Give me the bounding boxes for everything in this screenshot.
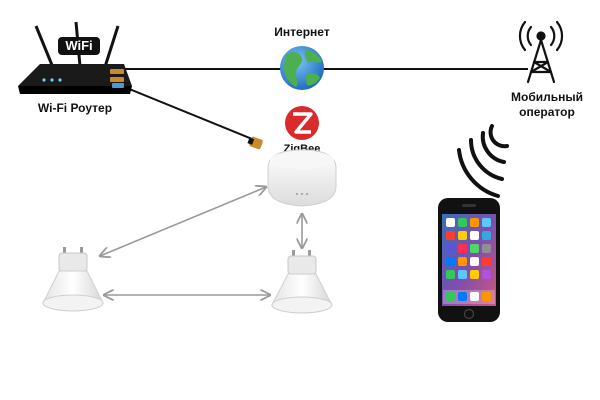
app-icons — [443, 218, 495, 304]
gu10-bulb-icon — [271, 250, 333, 314]
operator-label-line2: оператор — [519, 105, 575, 119]
connection-lines — [121, 68, 528, 144]
zigbee-links — [100, 187, 302, 295]
operator-label: Мобильный оператор — [492, 90, 600, 120]
cell-tower-icon — [518, 20, 564, 84]
zigbee-hub-icon — [247, 136, 337, 207]
operator-label-line1: Мобильный — [511, 90, 583, 104]
globe-icon — [280, 46, 324, 90]
wifi-badge: WiFi — [58, 37, 100, 55]
svg-text:WiFi: WiFi — [65, 38, 92, 53]
zigbee-logo: ZigBee — [284, 106, 320, 155]
router-label: Wi-Fi Роутер — [37, 101, 113, 115]
signal-waves-icon — [457, 124, 509, 198]
hub-bulb-left-arrow — [100, 187, 266, 256]
gu10-bulb-icon — [42, 247, 104, 312]
router-hub-cable — [121, 85, 263, 144]
internet-label: Интернет — [274, 25, 330, 39]
wifi-router-icon — [18, 21, 132, 94]
smartphone-icon — [438, 198, 500, 322]
